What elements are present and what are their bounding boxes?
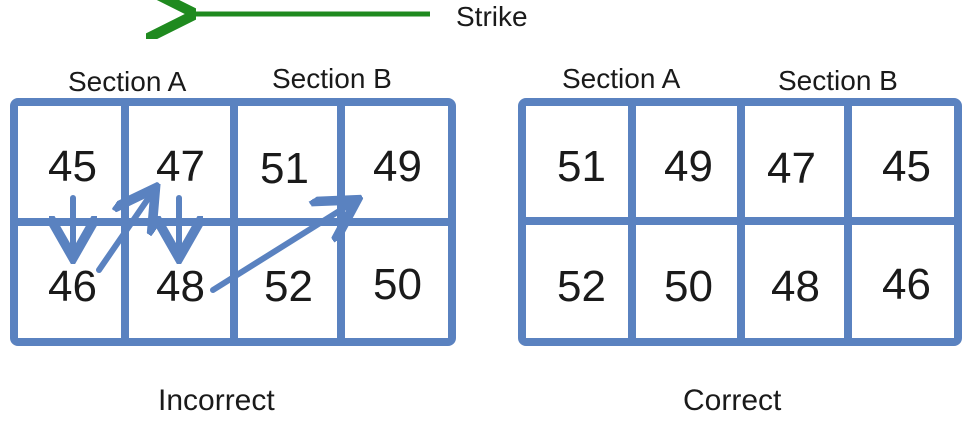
arrow-46-to-47: [96, 193, 152, 273]
correct-section-a-label: Section A: [562, 63, 681, 94]
correct-caption: Correct: [683, 384, 782, 417]
strike-label: Strike: [456, 1, 528, 32]
incorrect-cell: 49: [373, 142, 422, 191]
correct-cell: 47: [767, 144, 816, 193]
correct-cell: 52: [557, 262, 606, 311]
correct-cell: 45: [882, 142, 931, 191]
correct-cell: 49: [664, 142, 713, 191]
arrow-48-to-49: [210, 203, 352, 293]
strike-indicator: Strike: [186, 1, 528, 32]
incorrect-panel: Section A Section B 45 47 51 49 46 48 52…: [10, 63, 456, 417]
incorrect-section-b-label: Section B: [272, 63, 392, 94]
incorrect-cell: 46: [48, 262, 97, 311]
incorrect-cell: 45: [48, 142, 97, 191]
incorrect-cell: 52: [264, 262, 313, 311]
correct-cell: 50: [664, 262, 713, 311]
correct-panel: Section A Section B 51 49 47 45 52 50 48…: [518, 63, 962, 417]
correct-section-b-label: Section B: [778, 65, 898, 96]
incorrect-cell: 48: [156, 262, 205, 311]
correct-cell: 48: [771, 262, 820, 311]
correct-cell: 46: [882, 260, 931, 309]
incorrect-caption: Incorrect: [158, 384, 275, 417]
correct-cell: 51: [557, 142, 606, 191]
incorrect-cell: 47: [156, 142, 205, 191]
incorrect-order-arrows: [73, 193, 352, 293]
incorrect-cell: 51: [260, 144, 309, 193]
incorrect-section-a-label: Section A: [68, 66, 187, 97]
incorrect-cell: 50: [373, 260, 422, 309]
correct-grid: [518, 98, 962, 346]
